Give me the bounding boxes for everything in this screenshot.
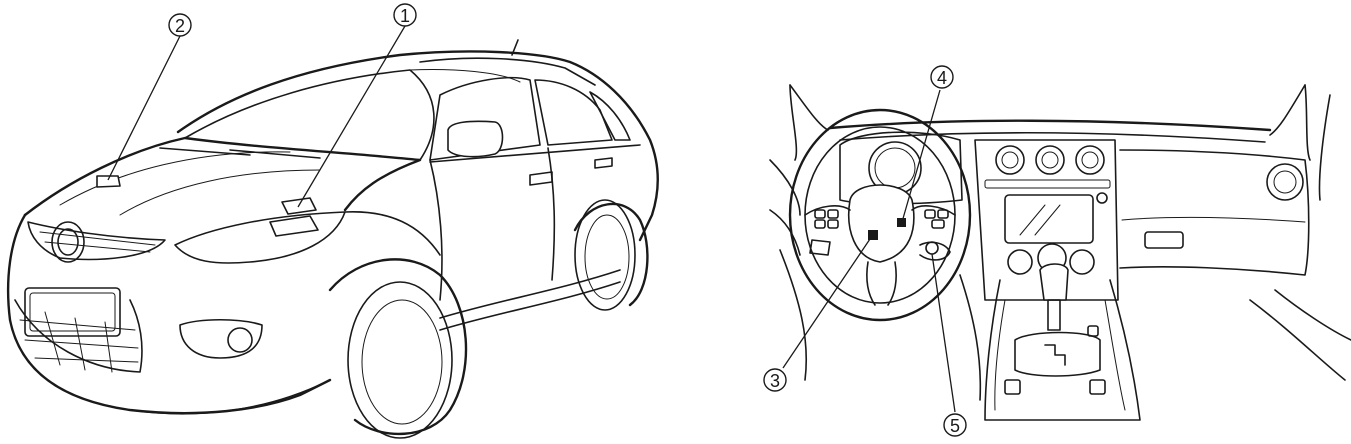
leader-line-3 <box>782 235 873 369</box>
leader-lines <box>107 25 956 413</box>
callout-1: 1 <box>393 3 417 27</box>
callout-3-label: 3 <box>770 371 780 391</box>
car-exterior-illustration <box>6 39 659 439</box>
leader-line-1 <box>297 25 406 208</box>
vehicle-interior-illustration <box>769 84 1351 421</box>
callout-1-label: 1 <box>400 6 410 26</box>
callout-3: 3 <box>763 368 787 392</box>
callout-5: 5 <box>943 413 967 437</box>
callout-5-label: 5 <box>950 416 960 436</box>
leader-line-2 <box>107 35 181 181</box>
leader-line-4 <box>901 89 941 223</box>
callout-2-label: 2 <box>175 16 185 36</box>
callout-4-label: 4 <box>937 68 947 88</box>
leader-line-5 <box>931 253 956 413</box>
callout-4: 4 <box>930 65 954 89</box>
callout-2: 2 <box>168 13 192 37</box>
